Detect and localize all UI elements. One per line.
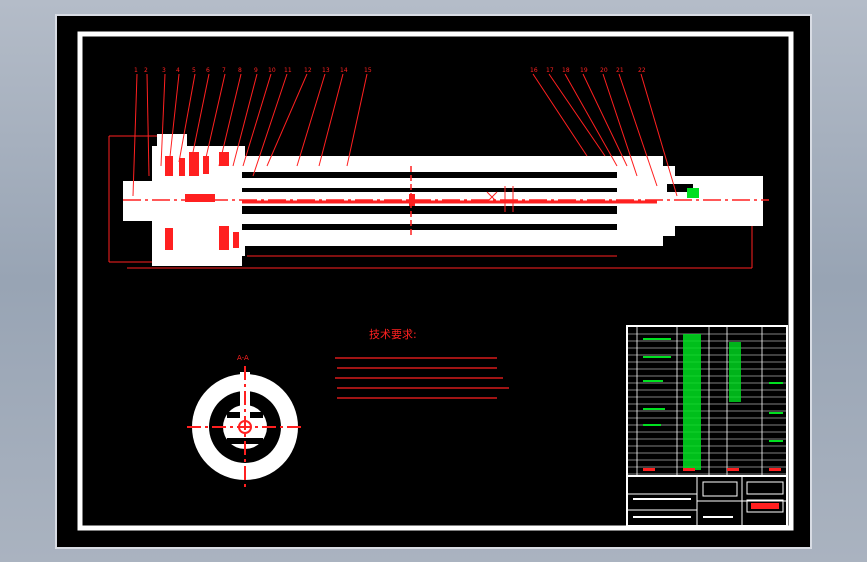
balloon-number: 19 [580, 67, 588, 74]
leader-line [204, 73, 226, 163]
balloon-number: 4 [176, 67, 180, 74]
balloon-number: 5 [192, 67, 196, 74]
leader-line [146, 73, 150, 177]
main-assembly-view [108, 134, 769, 269]
balloon-number: 16 [530, 67, 538, 74]
balloon-number: 17 [546, 67, 554, 74]
leader-line [266, 73, 308, 167]
balloon-number: 14 [340, 67, 348, 74]
balloon-number: 11 [284, 67, 292, 74]
balloon-number: 8 [238, 67, 242, 74]
leader-line [296, 73, 326, 167]
balloon-number: 18 [562, 67, 570, 74]
balloon-number: 21 [616, 67, 624, 74]
leader-line [178, 73, 196, 163]
leader-line [252, 73, 288, 177]
leader-line [132, 73, 138, 197]
balloon-number: 9 [254, 67, 258, 74]
section-view-a-a: A-A [187, 354, 303, 488]
tech-requirements-notes [335, 357, 509, 399]
leader-line [232, 73, 258, 167]
leader-line [548, 73, 606, 157]
leader-line [618, 73, 658, 187]
balloon-number: 3 [162, 67, 166, 74]
leader-line [564, 73, 618, 167]
balloon-number: 12 [304, 67, 312, 74]
leader-line [242, 73, 272, 167]
balloon-number: 20 [600, 67, 608, 74]
leader-line [190, 73, 210, 163]
tech-requirements-title: 技术要求: [369, 328, 417, 341]
balloon-number: 6 [206, 67, 210, 74]
balloon-number: 7 [222, 67, 226, 74]
balloon-number: 22 [638, 67, 646, 74]
parts-list-table [626, 325, 788, 477]
leader-line [318, 73, 344, 167]
drawing-border [77, 31, 794, 531]
leader-line [582, 73, 628, 167]
balloon-number: 10 [268, 67, 276, 74]
leader-line [602, 73, 638, 177]
balloon-number: 13 [322, 67, 330, 74]
leader-line [640, 73, 678, 197]
leader-line [532, 73, 588, 157]
balloon-number: 15 [364, 67, 372, 74]
technical-requirements: 技术要求: [335, 328, 509, 399]
leader-line [218, 73, 242, 167]
section-label: A-A [237, 354, 249, 362]
leader-line [160, 73, 166, 167]
balloon-number: 1 [134, 67, 138, 74]
leader-line [168, 73, 180, 167]
balloon-number: 2 [144, 67, 148, 74]
leader-line [346, 73, 368, 167]
title-block [626, 475, 788, 527]
